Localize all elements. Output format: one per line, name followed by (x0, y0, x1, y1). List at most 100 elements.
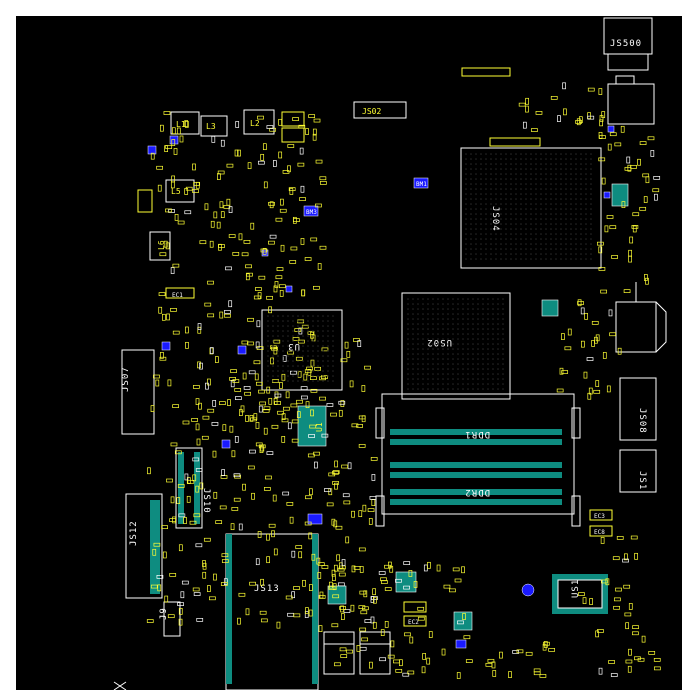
bga-ball (580, 188, 582, 190)
bga-ball (502, 328, 504, 330)
bga-ball (510, 163, 512, 165)
bga-ball (475, 203, 477, 205)
bga-ball (510, 208, 512, 210)
bga-ball (575, 163, 577, 165)
bga-ball (510, 158, 512, 160)
bga-ball (442, 383, 444, 385)
bga-ball (530, 233, 532, 235)
pad (288, 187, 296, 191)
pad (336, 554, 341, 562)
bga-ball (580, 163, 582, 165)
pad (609, 132, 617, 137)
bga-ball (485, 188, 487, 190)
bga-ball (412, 298, 414, 300)
bga-ball (500, 233, 502, 235)
bga-ball (422, 308, 424, 310)
bga-ball (312, 360, 314, 362)
bga-ball (520, 163, 522, 165)
pad (161, 525, 168, 530)
bga-ball (462, 313, 464, 315)
bga-ball (332, 335, 334, 337)
bga-ball (322, 375, 324, 377)
bga-ball (480, 208, 482, 210)
bga-ball (515, 178, 517, 180)
bga-ball (475, 193, 477, 195)
label-ec3: EC3 (594, 513, 605, 520)
bga-ball (560, 198, 562, 200)
pad (632, 225, 637, 233)
bga-ball (580, 193, 582, 195)
pad (293, 613, 301, 618)
bga-ball (502, 353, 504, 355)
pad (589, 598, 593, 605)
pad (237, 149, 241, 157)
bga-ball (485, 153, 487, 155)
pad (334, 482, 338, 490)
pad (347, 462, 352, 470)
label-js13: JS13 (254, 584, 280, 594)
bga-ball (317, 355, 319, 357)
bga-ball (565, 238, 567, 240)
bga-ball (500, 153, 502, 155)
bga-ball (282, 315, 284, 317)
bga-ball (550, 208, 552, 210)
bga-ball (272, 345, 274, 347)
pad (361, 637, 369, 642)
pad (628, 249, 632, 257)
pad (257, 531, 262, 538)
bga-ball (447, 303, 449, 305)
bga-ball (502, 378, 504, 380)
pad (285, 391, 290, 399)
bga-ball (535, 163, 537, 165)
bga-ball (570, 168, 572, 170)
pad (292, 117, 299, 121)
bga-ball (495, 213, 497, 215)
label-u1: U1 (315, 422, 324, 432)
bga-ball (477, 358, 479, 360)
pad (265, 475, 272, 480)
pad (358, 510, 363, 518)
bga-ball (530, 168, 532, 170)
pad (172, 404, 179, 408)
bga-ball (497, 353, 499, 355)
bga-ball (427, 343, 429, 345)
bga-ball (332, 365, 334, 367)
pad (332, 481, 339, 485)
bga-ball (540, 163, 542, 165)
bga-ball (495, 158, 497, 160)
bga-ball (520, 178, 522, 180)
bga-ball (495, 163, 497, 165)
bga-ball (447, 308, 449, 310)
pad (170, 496, 175, 504)
pad (315, 203, 322, 208)
pad (220, 139, 225, 147)
bga-ball (520, 213, 522, 215)
bga-ball (495, 183, 497, 185)
pad (217, 170, 225, 175)
bga-ball (465, 258, 467, 260)
pad (258, 405, 263, 413)
pad (275, 275, 283, 280)
pad (282, 170, 290, 174)
bga-ball (497, 368, 499, 370)
origin-marker (113, 681, 127, 690)
bga-ball (442, 368, 444, 370)
bga-ball (497, 378, 499, 380)
bga-ball (417, 343, 419, 345)
bga-ball (590, 198, 592, 200)
bga-ball (267, 360, 269, 362)
pad (244, 391, 252, 396)
bga-ball (292, 375, 294, 377)
bga-ball (292, 370, 294, 372)
bga-ball (477, 333, 479, 335)
bga-ball (580, 198, 582, 200)
pad (290, 246, 298, 251)
bga-ball (502, 298, 504, 300)
bga-ball (417, 373, 419, 375)
bga-ball (497, 383, 499, 385)
pad (177, 220, 185, 225)
pad (562, 82, 566, 90)
bga-ball (317, 380, 319, 382)
bga-ball (502, 333, 504, 335)
bga-ball (462, 343, 464, 345)
